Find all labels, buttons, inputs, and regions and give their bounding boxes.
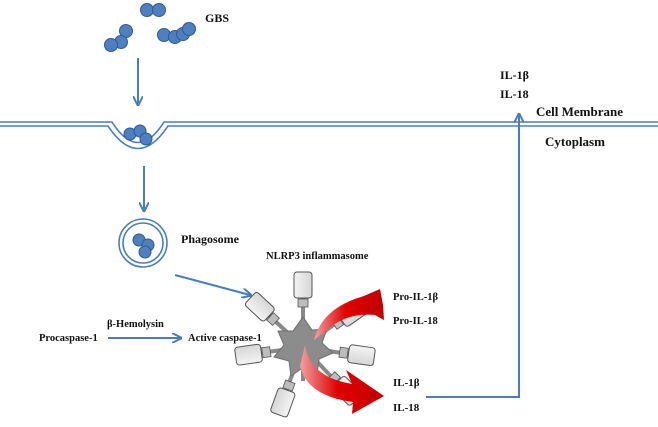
gbs-label: GBS bbox=[205, 11, 229, 25]
nlrp3-label: NLRP3 inflammasome bbox=[266, 251, 369, 262]
phagosome-label: Phagosome bbox=[181, 232, 240, 246]
phagosome bbox=[118, 218, 168, 268]
arrow-cytokine-secretion bbox=[426, 115, 519, 398]
il18-outside-label: IL-18 bbox=[500, 87, 529, 101]
arrow-phagosome-to-inflammasome bbox=[174, 274, 250, 295]
pro-il18-label: Pro-IL-18 bbox=[393, 316, 438, 327]
il18-inside-label: IL-18 bbox=[393, 402, 420, 414]
nlrp3-inflammasome bbox=[234, 271, 376, 418]
b-hemolysin-label: β-Hemolysin bbox=[107, 319, 164, 330]
inflammasome-connectors bbox=[261, 298, 349, 392]
cell-membrane-label: Cell Membrane bbox=[536, 104, 623, 119]
pro-cytokine-incoming-arrow bbox=[314, 289, 384, 340]
il1b-outside-label: IL-1β bbox=[500, 68, 529, 82]
gbs-bacteria bbox=[104, 3, 196, 52]
cytokine-outgoing-arrow bbox=[300, 345, 384, 414]
pro-il1b-label: Pro-IL-1β bbox=[393, 292, 438, 303]
il1b-inside-label: IL-1β bbox=[393, 377, 420, 389]
procaspase-label: Procaspase-1 bbox=[39, 333, 98, 344]
cell-membrane bbox=[0, 121, 658, 150]
active-caspase-label: Active caspase-1 bbox=[188, 333, 262, 344]
invaginated-bacteria bbox=[123, 124, 153, 146]
cytoplasm-label: Cytoplasm bbox=[545, 134, 605, 149]
